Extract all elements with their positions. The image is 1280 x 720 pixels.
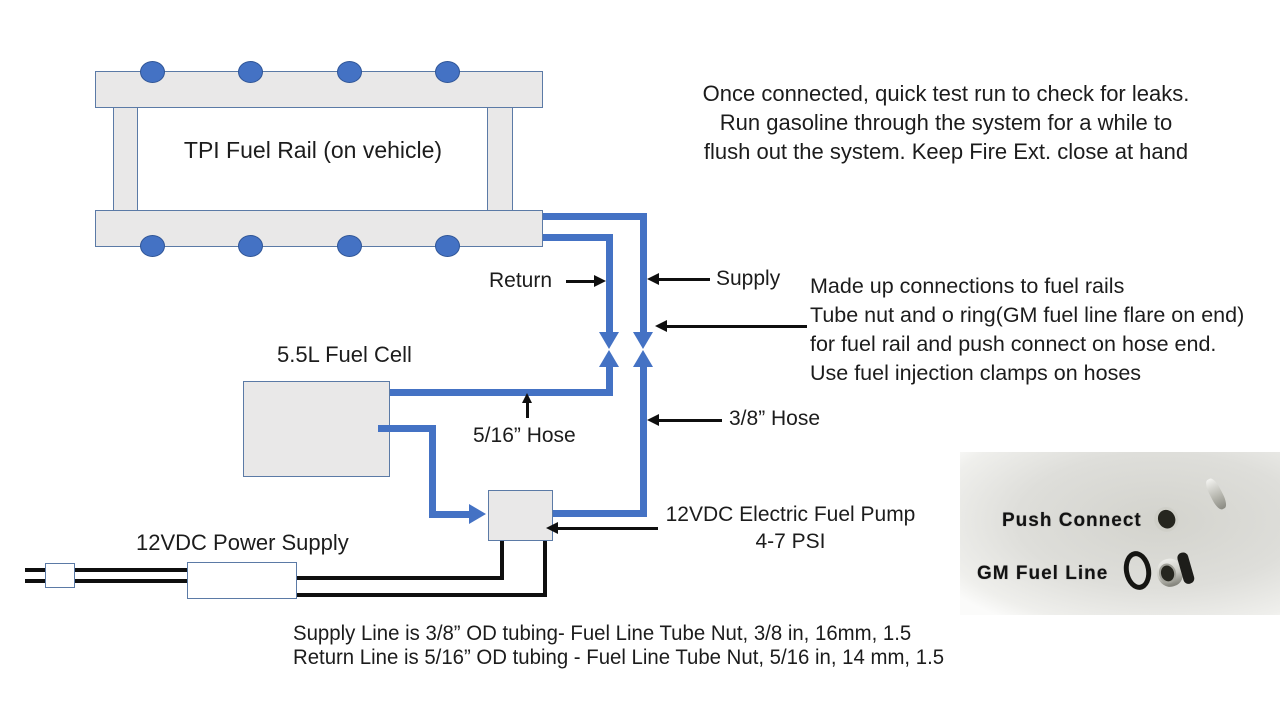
injector-port <box>140 235 165 257</box>
connection-callout-arrowhead <box>655 320 667 332</box>
pump-label: 12VDC Electric Fuel Pump 4-7 PSI <box>663 503 918 554</box>
oring-image <box>1120 548 1155 593</box>
hose516-callout-arrow <box>526 401 529 418</box>
hose38-callout-arrowhead <box>647 414 659 426</box>
power-wire <box>25 579 187 583</box>
injector-port <box>435 235 460 257</box>
connection-callout-arrow <box>667 325 807 328</box>
fuel-rail-bar-bottom <box>95 210 543 247</box>
test-run-note-line: Once connected, quick test run to check … <box>702 81 1190 106</box>
power-supply-plug-box <box>45 563 75 588</box>
return-callout-arrowhead <box>594 275 606 287</box>
gm-fuel-line-label: GM Fuel Line <box>977 563 1109 584</box>
injector-port <box>337 235 362 257</box>
supply-connection-arrow-down <box>633 332 653 349</box>
pump-label-line1: 12VDC Electric Fuel Pump <box>665 503 916 526</box>
return-label: Return <box>489 269 553 292</box>
connection-note-line: Use fuel injection clamps on hoses <box>810 361 1142 385</box>
fuel-rail-post-right <box>487 106 513 212</box>
fuel-rail-bar-top <box>95 71 543 108</box>
supply-callout-arrow <box>659 278 710 281</box>
power-supply-box <box>187 562 297 599</box>
test-run-note-line: flush out the system. Keep Fire Ext. clo… <box>703 139 1189 164</box>
power-wire <box>543 541 547 597</box>
return-line-spec: Return Line is 5/16” OD tubing - Fuel Li… <box>293 646 945 669</box>
injector-port <box>140 61 165 83</box>
fuel-pump-box <box>488 490 553 541</box>
connection-note: Made up connections to fuel rails Tube n… <box>810 272 1280 388</box>
return-callout-arrow <box>566 280 595 283</box>
injector-port <box>238 61 263 83</box>
return-hard-line <box>543 234 613 241</box>
return-hose-line <box>606 365 613 396</box>
fuel-rail-label: TPI Fuel Rail (on vehicle) <box>183 137 443 163</box>
pump-inlet-arrow <box>469 504 486 524</box>
pump-callout-arrow <box>557 527 658 530</box>
power-wire <box>500 541 504 580</box>
connection-note-line: for fuel rail and push connect on hose e… <box>810 332 1217 356</box>
supply-label: Supply <box>716 267 781 290</box>
hose38-callout-arrow <box>659 419 722 422</box>
supply-line-spec: Supply Line is 3/8” OD tubing- Fuel Line… <box>293 622 912 645</box>
power-wire <box>297 576 504 580</box>
injector-port <box>337 61 362 83</box>
hose516-label: 5/16” Hose <box>473 424 576 447</box>
tube-body <box>1185 517 1280 583</box>
supply-connection-arrow-up <box>633 350 653 367</box>
supply-hose-line <box>553 510 647 517</box>
fuel-rail-post-left <box>113 106 138 212</box>
return-hard-line <box>606 234 613 334</box>
test-run-note: Once connected, quick test run to check … <box>650 79 1242 166</box>
push-connect-tube-image <box>1149 452 1280 536</box>
supply-hard-line <box>640 213 647 334</box>
hose516-callout-arrowhead <box>522 393 532 403</box>
pump-callout-arrowhead <box>546 522 558 534</box>
return-connection-arrow-up <box>599 350 619 367</box>
return-hose-line <box>390 389 613 396</box>
push-connect-label: Push Connect <box>1002 510 1142 531</box>
fittings-photo: Push Connect GM Fuel Line <box>960 452 1280 615</box>
injector-port <box>435 61 460 83</box>
injector-port <box>238 235 263 257</box>
connection-note-line: Made up connections to fuel rails <box>810 274 1125 298</box>
supply-callout-arrowhead <box>647 273 659 285</box>
return-connection-arrow-down <box>599 332 619 349</box>
power-wire <box>297 593 547 597</box>
fuel-cell-box <box>243 381 390 477</box>
hose38-label: 3/8” Hose <box>729 407 821 430</box>
fuel-cell-label: 5.5L Fuel Cell <box>277 342 412 367</box>
connection-note-line: Tube nut and o ring(GM fuel line flare o… <box>810 303 1245 327</box>
power-supply-label: 12VDC Power Supply <box>136 530 349 555</box>
cell-to-pump-line <box>378 425 436 432</box>
test-run-note-line: Run gasoline through the system for a wh… <box>719 110 1173 135</box>
cell-to-pump-line <box>429 511 470 518</box>
supply-hard-line <box>543 213 647 220</box>
power-wire <box>25 568 187 572</box>
cell-to-pump-line <box>429 425 436 518</box>
pump-label-line2: 4-7 PSI <box>755 530 826 554</box>
supply-hose-line <box>640 365 647 517</box>
line-spec-note: Supply Line is 3/8” OD tubing- Fuel Line… <box>293 622 944 670</box>
